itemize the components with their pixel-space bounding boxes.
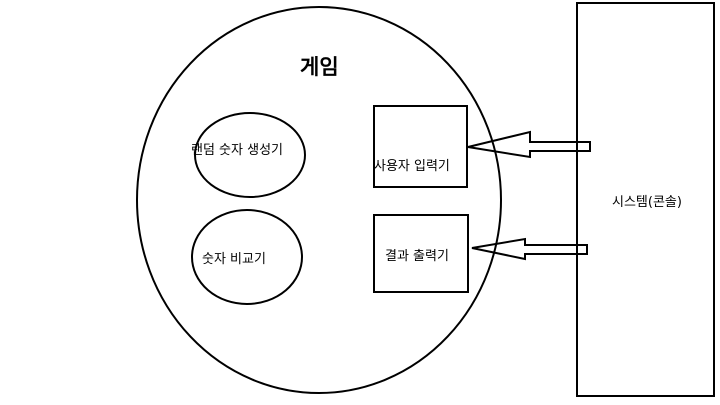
user-input-box: [373, 105, 468, 188]
game-title: 게임: [300, 55, 339, 79]
arrow-to-result-output: [471, 237, 588, 261]
random-generator-circle: [194, 112, 306, 198]
number-comparator-label: 숫자 비교기: [202, 252, 266, 267]
game-ellipse: [136, 6, 502, 394]
result-output-label: 결과 출력기: [385, 249, 449, 264]
user-input-label: 사용자 입력기: [374, 159, 450, 174]
random-generator-label: 랜덤 숫자 생성기: [191, 143, 283, 158]
result-output-box: [373, 214, 469, 293]
number-comparator-circle: [191, 209, 303, 305]
system-console-box: [576, 2, 715, 397]
arrow-to-user-input: [467, 130, 591, 159]
system-console-label: 시스템(콘솔): [612, 195, 682, 210]
